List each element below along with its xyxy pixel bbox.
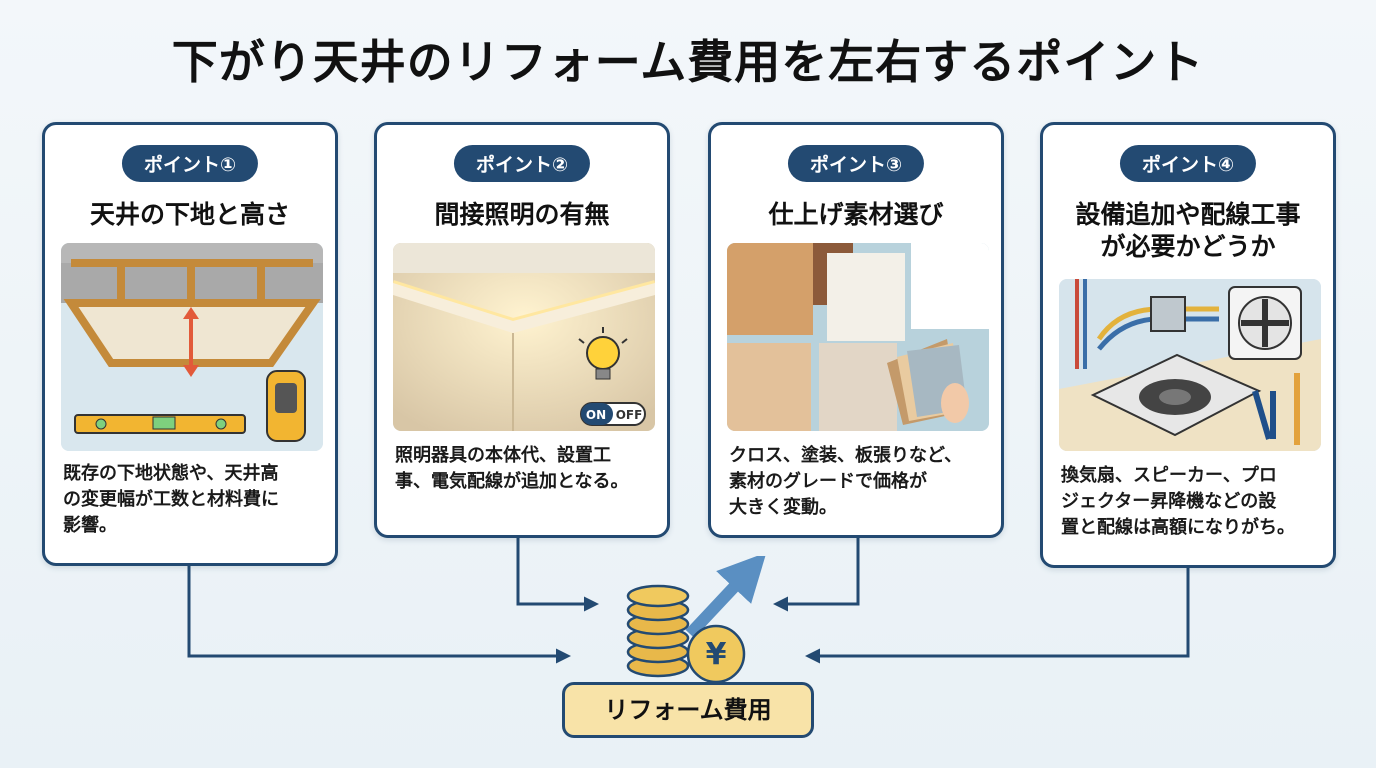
point-desc-2: 照明器具の本体代、設置工 事、電気配線が追加となる。 xyxy=(395,445,629,492)
point-badge-3: ポイント③ xyxy=(787,145,925,182)
point-card-2: ポイント② 間接照明の有無 ON OFF xyxy=(374,122,670,538)
point-badge-4: ポイント④ xyxy=(1119,145,1257,182)
coins-yen-icon: ¥ xyxy=(626,556,767,684)
indirect-lighting-icon: ON OFF xyxy=(393,243,655,431)
point-card-1: ポイント① 天井の下地と高さ 既存の下地状態や、天井高 の変更幅が工数と材料費に xyxy=(42,122,338,566)
point-desc-4: 換気扇、スピーカー、プロ ジェクター昇降機などの設 置と配線は高額になりがち。 xyxy=(1061,465,1295,538)
point-title-2: 間接照明の有無 xyxy=(434,200,610,229)
toggle-on-label: ON xyxy=(586,408,606,422)
connector-2 xyxy=(516,538,599,612)
connector-4 xyxy=(805,568,1190,664)
point-badge-2: ポイント② xyxy=(453,145,591,182)
material-samples-icon xyxy=(727,243,989,431)
point-title-1: 天井の下地と高さ xyxy=(89,200,290,229)
connector-1 xyxy=(187,566,571,664)
reform-cost-label: リフォーム費用 xyxy=(562,682,814,738)
page-title: 下がり天井のリフォーム費用を左右するポイント xyxy=(171,35,1205,89)
ceiling-frame-level-icon xyxy=(61,243,323,451)
point-desc-3: クロス、塗装、板張りなど、 素材のグレードで価格が 大きく変動。 xyxy=(729,445,963,518)
yen-symbol: ¥ xyxy=(706,637,727,672)
toggle-off-label: OFF xyxy=(616,408,643,422)
point-card-3: ポイント③ 仕上げ素材選び クロス、塗装、板張りなど、 素材のグレードで価格が … xyxy=(708,122,1004,538)
point-desc-1: 既存の下地状態や、天井高 の変更幅が工数と材料費に 影響。 xyxy=(63,463,279,536)
point-badge-1: ポイント① xyxy=(121,145,259,182)
point-title-3: 仕上げ素材選び xyxy=(768,200,944,229)
connector-3 xyxy=(773,538,860,612)
ventilation-fan-wiring-icon xyxy=(1059,279,1321,451)
point-card-4: ポイント④ 設備追加や配線工事 が必要かどうか 換気扇、スピーカー、プロ ジェク… xyxy=(1040,122,1336,568)
point-title-4: 設備追加や配線工事 が必要かどうか xyxy=(1075,200,1301,261)
